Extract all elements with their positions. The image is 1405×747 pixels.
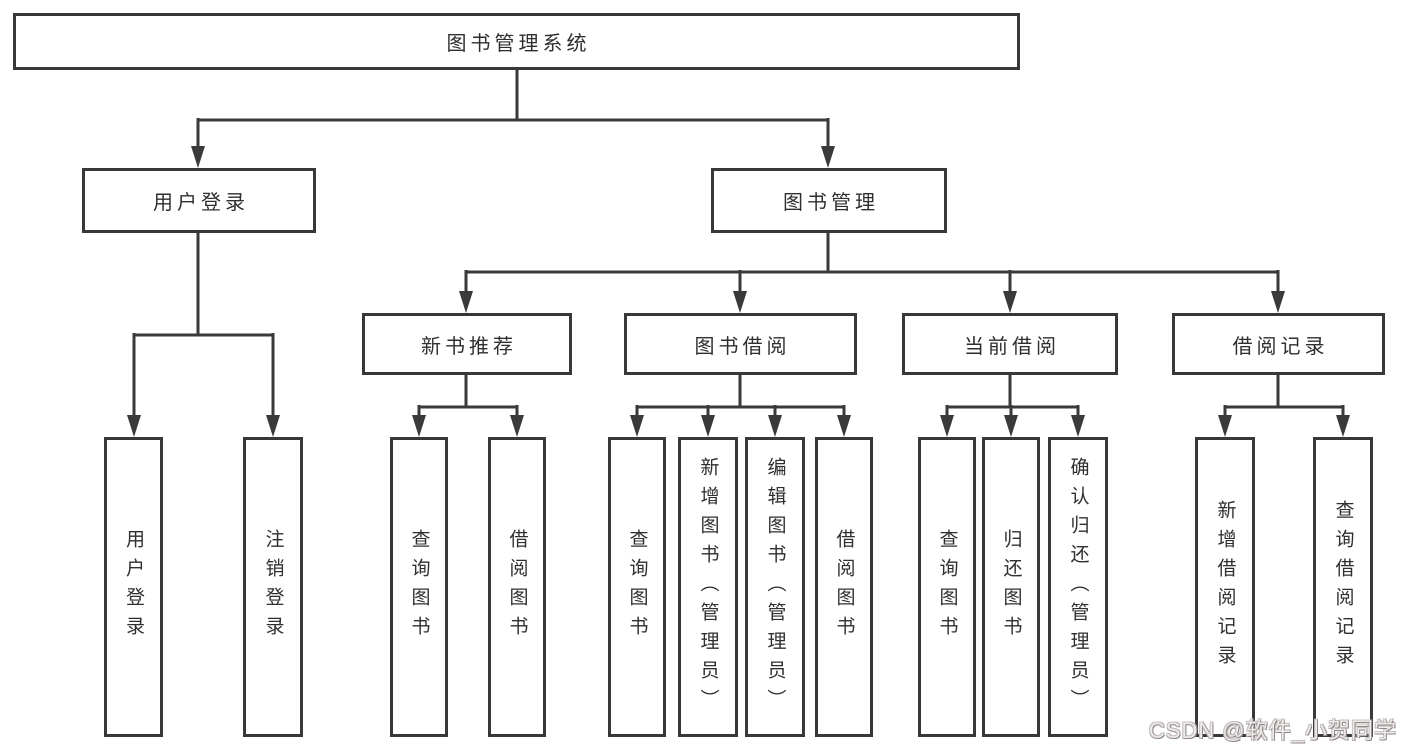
leaf-recommend-query-books: 查询图书 xyxy=(390,437,448,737)
leaf-recommend-borrow-books: 借阅图书 xyxy=(488,437,546,737)
leaf-borrow-edit-books-admin: 编辑图书（管理员） xyxy=(745,437,805,737)
leaf-current-query-books-label: 查询图书 xyxy=(936,529,958,645)
node-borrow-records: 借阅记录 xyxy=(1172,313,1385,375)
arrow-down-icon xyxy=(412,415,426,437)
arrow-down-icon xyxy=(1003,291,1017,313)
node-user-login: 用户登录 xyxy=(82,168,316,233)
leaf-records-query-record: 查询借阅记录 xyxy=(1313,437,1373,737)
arrow-down-icon xyxy=(837,415,851,437)
arrow-down-icon xyxy=(701,415,715,437)
arrow-down-icon xyxy=(1271,291,1285,313)
arrow-down-icon xyxy=(191,146,205,168)
leaf-current-confirm-return-admin: 确认归还（管理员） xyxy=(1048,437,1108,737)
node-book-borrow-label: 图书借阅 xyxy=(694,335,791,358)
arrow-down-icon xyxy=(127,415,141,437)
leaf-records-add-record: 新增借阅记录 xyxy=(1195,437,1255,737)
arrow-down-icon xyxy=(1336,415,1350,437)
node-new-book-recommend: 新书推荐 xyxy=(362,313,572,375)
leaf-user-login-label: 用户登录 xyxy=(123,529,144,645)
node-book-borrow: 图书借阅 xyxy=(624,313,857,375)
leaf-logout-login: 注销登录 xyxy=(243,437,303,737)
arrow-down-icon xyxy=(940,415,954,437)
node-new-book-recommend-label: 新书推荐 xyxy=(421,335,517,358)
arrow-down-icon xyxy=(768,415,782,437)
arrow-down-icon xyxy=(821,146,835,168)
leaf-current-confirm-return-admin-label: 确认归还（管理员） xyxy=(1067,456,1089,718)
arrow-down-icon xyxy=(1218,415,1232,437)
arrow-down-icon xyxy=(1004,415,1018,437)
arrow-down-icon xyxy=(630,415,644,437)
node-current-borrow: 当前借阅 xyxy=(902,313,1118,375)
node-current-borrow-label: 当前借阅 xyxy=(964,335,1060,358)
arrow-down-icon xyxy=(733,291,747,313)
leaf-borrow-borrow-books-label: 借阅图书 xyxy=(833,529,855,645)
leaf-borrow-add-books-admin: 新增图书（管理员） xyxy=(678,437,738,737)
leaf-recommend-query-books-label: 查询图书 xyxy=(408,529,430,645)
leaf-borrow-query-books-label: 查询图书 xyxy=(626,529,648,645)
leaf-borrow-add-books-admin-label: 新增图书（管理员） xyxy=(697,456,719,718)
leaf-recommend-borrow-books-label: 借阅图书 xyxy=(506,529,528,645)
leaf-current-return-books-label: 归还图书 xyxy=(1000,529,1022,645)
node-borrow-records-label: 借阅记录 xyxy=(1232,335,1329,358)
node-user-login-label: 用户登录 xyxy=(153,192,249,214)
node-library-system: 图书管理系统 xyxy=(13,13,1020,70)
arrow-down-icon xyxy=(510,415,524,437)
node-book-management-label: 图书管理 xyxy=(783,192,879,214)
arrow-down-icon xyxy=(266,415,280,437)
arrow-down-icon xyxy=(459,291,473,313)
leaf-current-query-books: 查询图书 xyxy=(918,437,976,737)
leaf-records-add-record-label: 新增借阅记录 xyxy=(1214,500,1236,674)
leaf-user-login: 用户登录 xyxy=(104,437,163,737)
leaf-current-return-books: 归还图书 xyxy=(982,437,1040,737)
arrow-down-icon xyxy=(1071,415,1085,437)
csdn-watermark: CSDN @软件_小贺同学 xyxy=(1148,718,1397,743)
leaf-borrow-query-books: 查询图书 xyxy=(608,437,666,737)
node-book-management: 图书管理 xyxy=(711,168,947,233)
leaf-borrow-borrow-books: 借阅图书 xyxy=(815,437,873,737)
leaf-borrow-edit-books-admin-label: 编辑图书（管理员） xyxy=(764,456,786,718)
node-library-system-label: 图书管理系统 xyxy=(446,33,591,55)
leaf-logout-login-label: 注销登录 xyxy=(262,529,284,645)
leaf-records-query-record-label: 查询借阅记录 xyxy=(1332,500,1354,674)
